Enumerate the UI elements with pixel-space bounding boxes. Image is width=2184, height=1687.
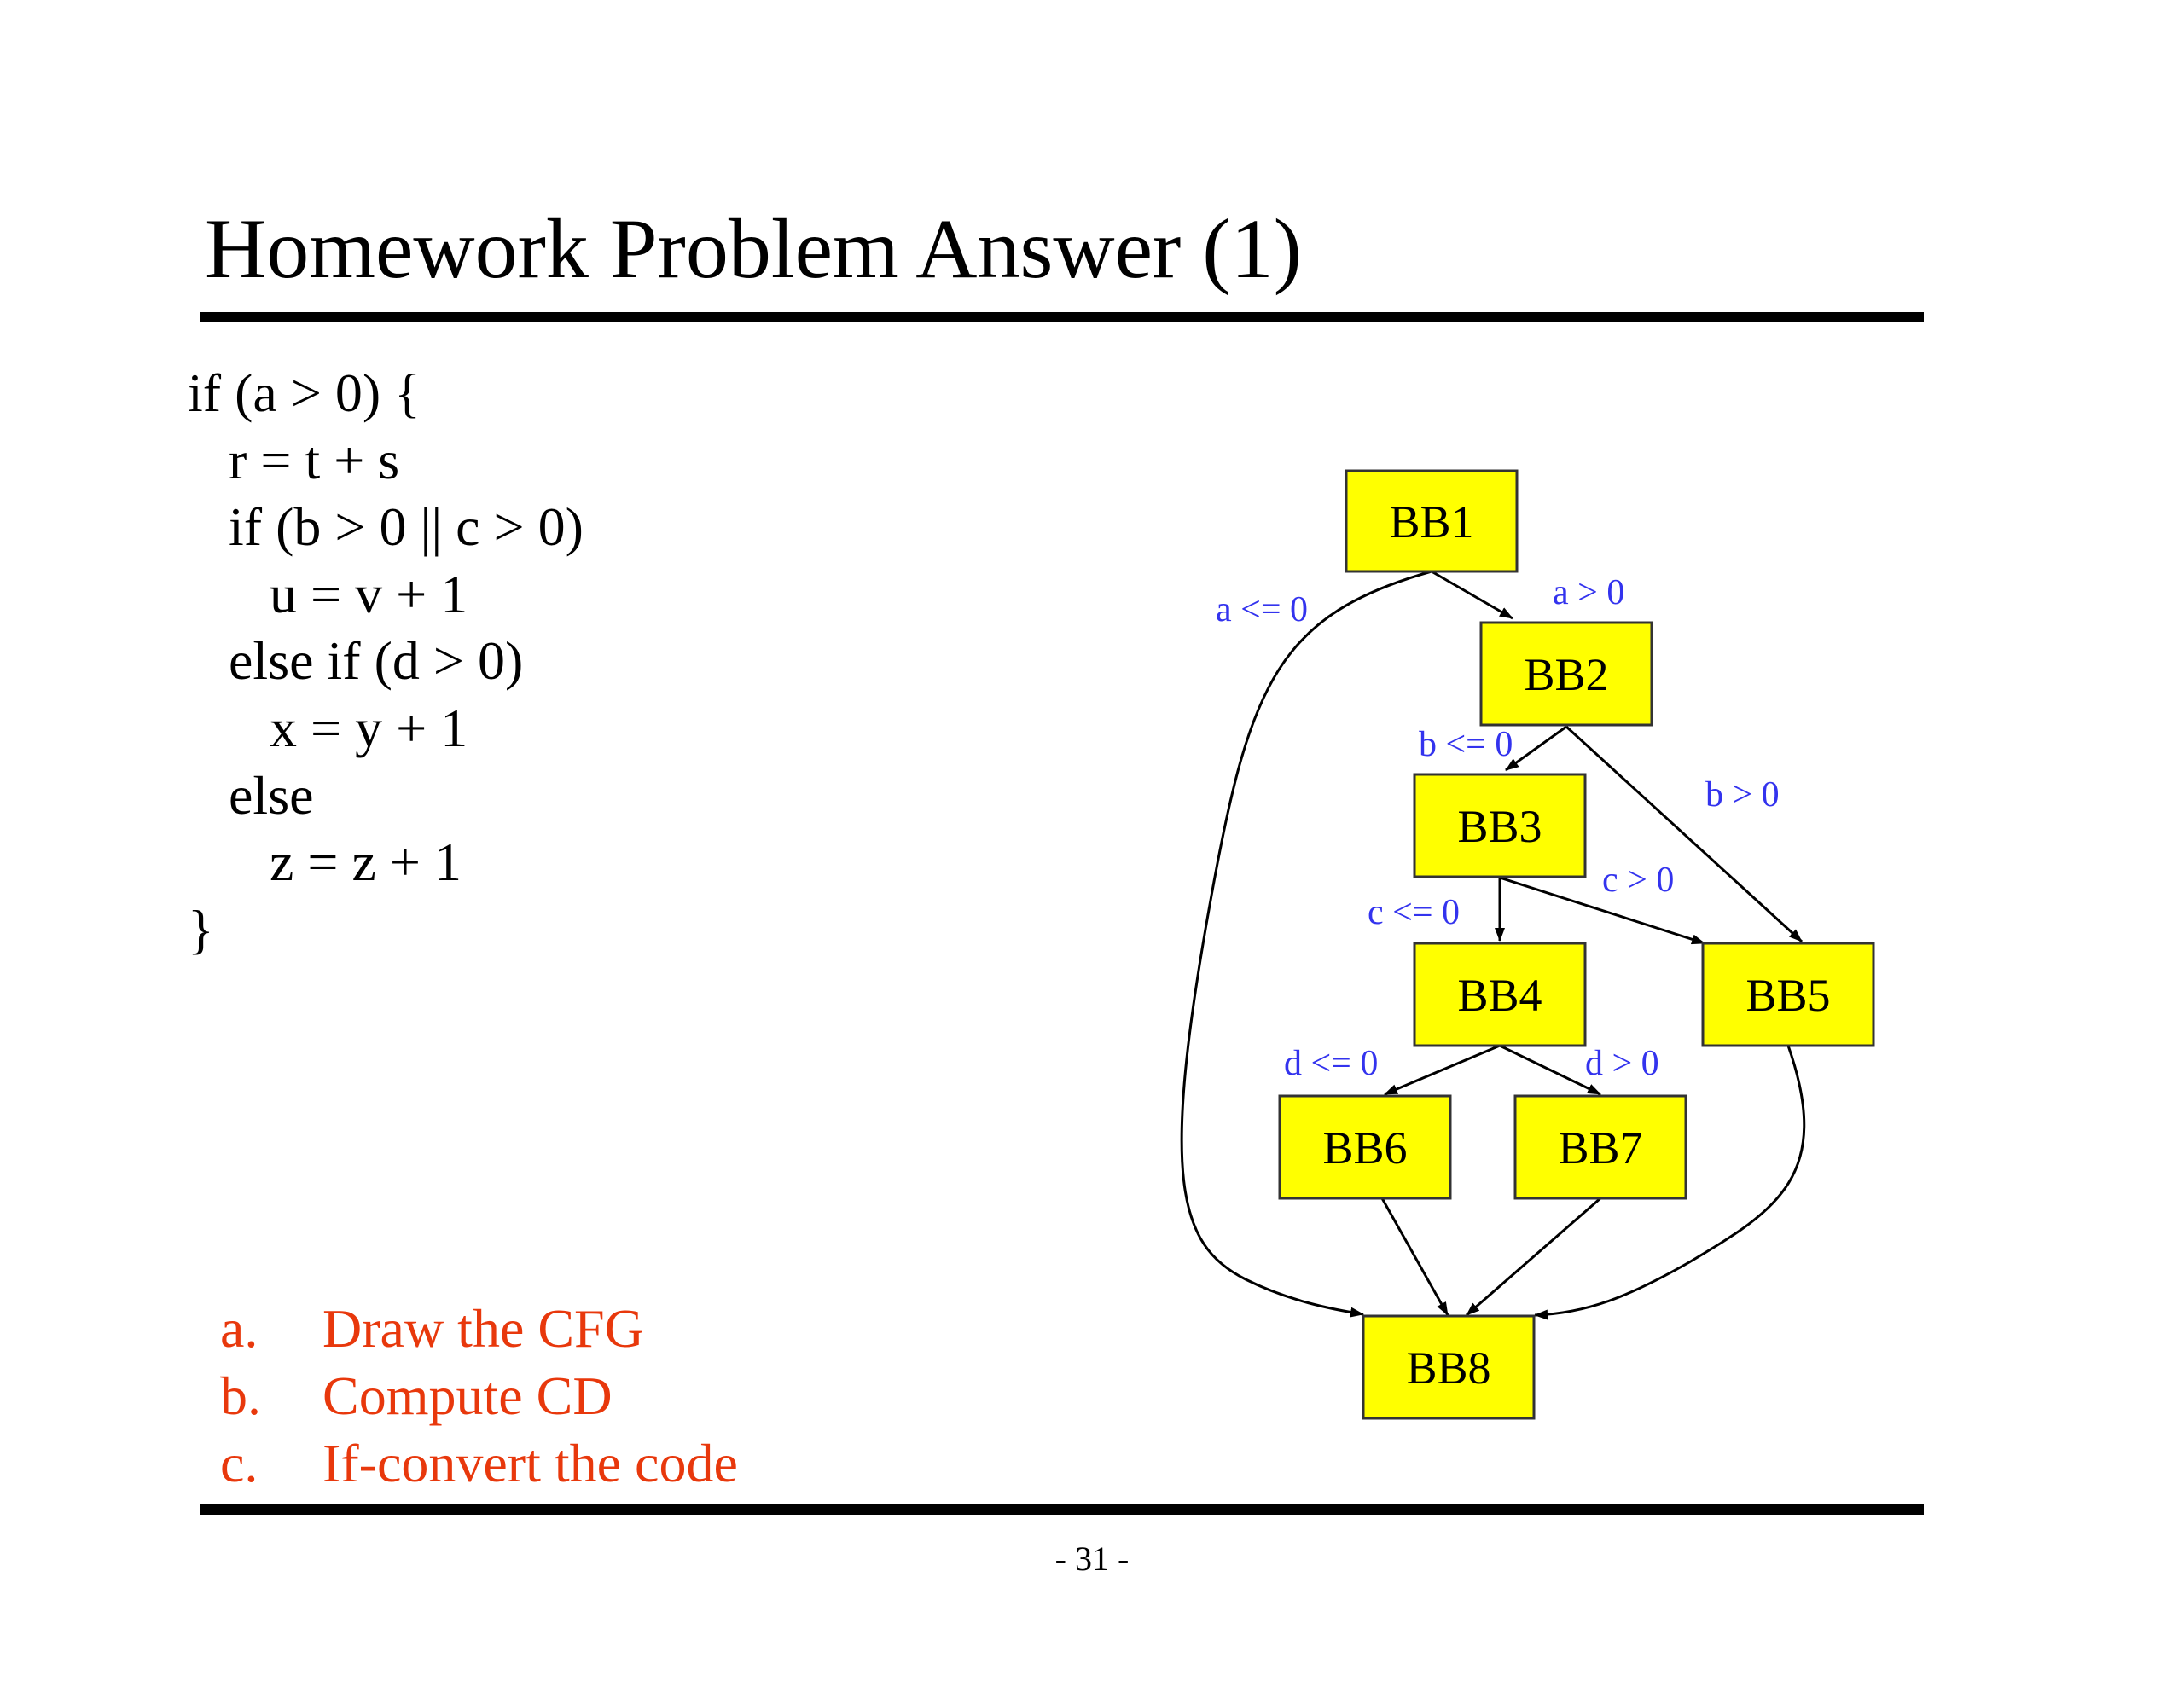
edge-label: d > 0	[1585, 1044, 1659, 1083]
cfg-node-bb6: BB6	[1278, 1094, 1452, 1200]
code-block: if (a > 0) { r = t + s if (b > 0 || c > …	[188, 360, 584, 963]
node-label: BB6	[1322, 1122, 1407, 1174]
node-box	[1413, 773, 1587, 878]
node-box	[1513, 1094, 1687, 1200]
code-line: if (a > 0) {	[188, 362, 421, 423]
cfg-edge-labels: a <= 0 a > 0 b <= 0 b > 0 c <= 0 c > 0 d…	[1216, 573, 1780, 1083]
task-text: Compute CD	[322, 1365, 613, 1426]
code-line: x = y + 1	[188, 697, 468, 758]
cfg-node-bb7: BB7	[1513, 1094, 1687, 1200]
task-list: a. Draw the CFG b. Compute CD c. If-conv…	[220, 1295, 738, 1497]
task-item: c. If-convert the code	[220, 1429, 738, 1497]
footer-divider	[200, 1504, 1924, 1515]
edge-bb5-bb8	[1534, 1045, 1806, 1320]
node-box	[1362, 1314, 1536, 1420]
cfg-node-bb4: BB4	[1413, 942, 1587, 1047]
task-item: a. Draw the CFG	[220, 1295, 738, 1362]
cfg-node-bb8: BB8	[1362, 1314, 1536, 1420]
node-box	[1278, 1094, 1452, 1200]
page-number: - 31 -	[1054, 1539, 1130, 1578]
edge-bb1-bb8	[1180, 570, 1432, 1318]
node-label: BB1	[1389, 496, 1473, 548]
code-line: if (b > 0 || c > 0)	[188, 496, 584, 558]
node-box	[1413, 942, 1587, 1047]
code-line: u = v + 1	[188, 563, 468, 624]
task-marker: b.	[220, 1365, 261, 1426]
cfg-node-bb1: BB1	[1345, 469, 1519, 573]
node-label: BB2	[1524, 649, 1608, 700]
node-label: BB7	[1558, 1122, 1642, 1174]
code-line: z = z + 1	[188, 832, 462, 893]
edge-bb4-bb6	[1384, 1044, 1501, 1096]
node-box	[1345, 469, 1519, 573]
edge-bb3-bb5	[1499, 876, 1705, 945]
cfg-node-bb5: BB5	[1701, 942, 1875, 1047]
task-text: If-convert the code	[322, 1433, 738, 1493]
task-text: Draw the CFG	[322, 1298, 644, 1359]
node-label: BB5	[1745, 970, 1830, 1021]
node-box	[1479, 621, 1653, 727]
edge-label: a <= 0	[1216, 590, 1308, 629]
edge-label: a > 0	[1553, 573, 1624, 612]
edge-label: c <= 0	[1368, 893, 1460, 932]
cfg-edges	[1180, 570, 1806, 1320]
code-line: else	[188, 764, 314, 826]
edge-bb2-bb5	[1565, 725, 1804, 943]
node-label: BB8	[1406, 1342, 1490, 1394]
edge-label: c > 0	[1602, 861, 1674, 900]
code-line: else if (d > 0)	[188, 630, 524, 692]
edge-label: b <= 0	[1419, 725, 1513, 764]
task-marker: a.	[220, 1298, 258, 1359]
edge-label: d <= 0	[1284, 1044, 1378, 1083]
node-label: BB3	[1457, 801, 1542, 852]
slide-title: Homework Problem Answer (1)	[205, 201, 1302, 296]
cfg-node-bb3: BB3	[1413, 773, 1587, 878]
code-line: r = t + s	[188, 429, 400, 490]
node-box	[1701, 942, 1875, 1047]
edge-label: b > 0	[1705, 775, 1780, 815]
task-marker: c.	[220, 1433, 258, 1493]
edge-bb4-bb7	[1499, 1044, 1601, 1096]
title-divider	[200, 312, 1924, 322]
edge-bb7-bb8	[1466, 1197, 1601, 1317]
cfg-node-bb2: BB2	[1479, 621, 1653, 727]
edge-bb1-bb2	[1431, 570, 1513, 620]
node-label: BB4	[1457, 970, 1542, 1021]
task-item: b. Compute CD	[220, 1362, 738, 1429]
code-line: }	[188, 898, 214, 959]
edge-bb6-bb8	[1380, 1197, 1449, 1316]
edge-bb2-bb3	[1505, 725, 1567, 772]
